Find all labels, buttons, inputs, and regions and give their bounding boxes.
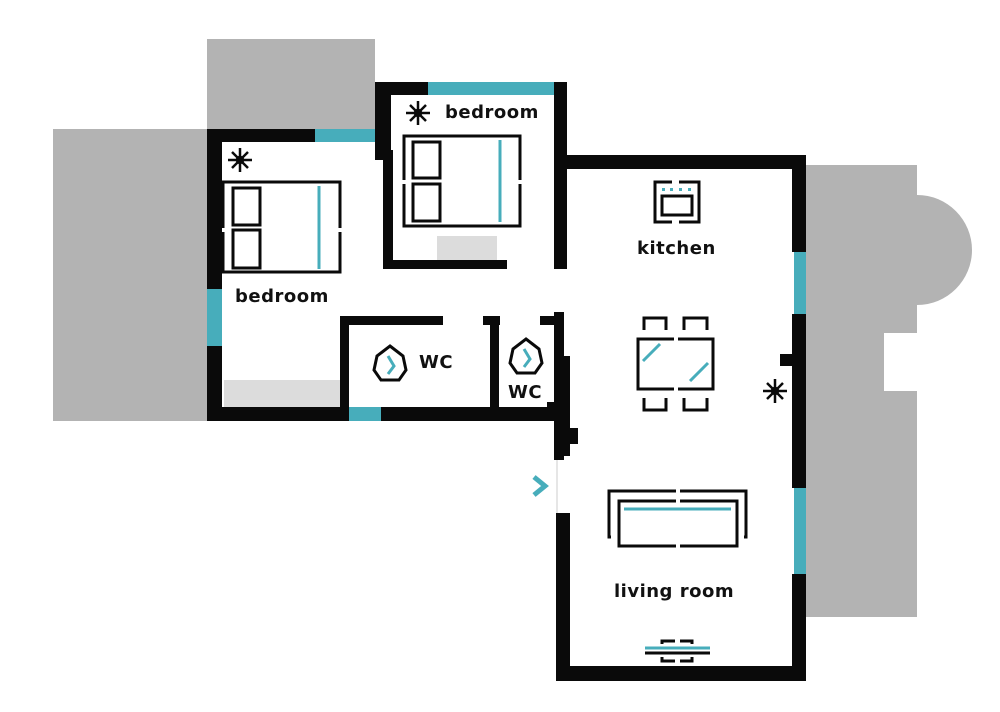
- room-label-living-room: living room: [614, 581, 735, 602]
- room-label-bedroom-1: bedroom: [235, 286, 329, 307]
- dining-table-icon: [636, 316, 715, 412]
- closet-bedroom-1: [224, 380, 340, 407]
- room-label-kitchen: kitchen: [637, 238, 716, 259]
- window: [794, 488, 806, 574]
- terrace-right-notch: [884, 333, 918, 391]
- exterior-areas: [53, 39, 972, 617]
- sofa-icon: [607, 489, 748, 548]
- room-label-bedroom-2: bedroom: [445, 102, 539, 123]
- double-bed-icon: [402, 134, 522, 228]
- snowflake-icon: [228, 148, 252, 172]
- terrace-top: [207, 39, 375, 130]
- walls: [207, 82, 806, 681]
- window: [315, 129, 375, 142]
- room-label-wc-2: WC: [508, 382, 543, 403]
- entrance-chevron-icon: [532, 475, 549, 497]
- closet-bedroom-2: [437, 236, 497, 261]
- snowflake-icon: [406, 101, 430, 125]
- toilet-icon: [372, 344, 408, 382]
- room-label-wc-1: WC: [419, 352, 454, 373]
- double-bed-icon: [221, 180, 342, 274]
- tv-icon: [645, 639, 710, 663]
- windows: [207, 82, 806, 574]
- snowflake-icon: [763, 379, 787, 403]
- terrace-left: [53, 129, 208, 421]
- window: [349, 407, 381, 421]
- closets: [224, 236, 497, 407]
- window: [794, 252, 806, 314]
- oven-icon: [653, 180, 701, 224]
- window: [207, 289, 222, 346]
- window: [428, 82, 554, 95]
- terrace-right-bay: [917, 195, 972, 305]
- toilet-icon: [508, 337, 544, 375]
